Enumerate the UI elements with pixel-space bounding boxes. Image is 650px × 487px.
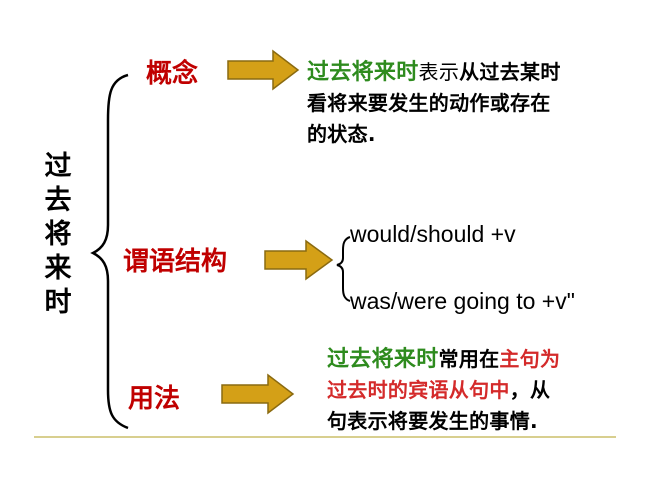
title-char: 来 xyxy=(44,253,72,284)
title-char: 将 xyxy=(44,219,72,250)
vertical-title: 过 去 将 来 时 xyxy=(38,150,78,320)
usage-text-part: 过去时的宾语从句中 xyxy=(327,378,510,402)
arrow-icon xyxy=(227,49,300,91)
concept-line-3: 的状态. xyxy=(307,122,376,146)
main-brace xyxy=(90,73,129,430)
title-char: 去 xyxy=(44,185,72,216)
usage-text-part: 常用在 xyxy=(438,347,500,371)
predicate-label: 谓语结构 xyxy=(123,247,228,277)
title-char: 时 xyxy=(44,287,72,318)
concept-text-part: 从过去某时 xyxy=(459,60,561,84)
predicate-form-1: would/should +v xyxy=(350,221,516,247)
predicate-brace xyxy=(336,236,351,302)
usage-label: 用法 xyxy=(128,384,181,414)
usage-text-part: ，从 xyxy=(509,378,551,402)
usage-text: 过去将来时常用在主句为 过去时的宾语从句中，从 句表示将要发生的事情. xyxy=(327,344,637,437)
concept-line-2: 看将来要发生的动作或存在 xyxy=(307,91,551,115)
concept-text-part: 表示 xyxy=(418,60,460,84)
title-char: 过 xyxy=(44,151,72,182)
concept-term: 过去将来时 xyxy=(307,60,419,85)
usage-term: 过去将来时 xyxy=(327,347,439,372)
predicate-form-2: was/were going to +v" xyxy=(350,288,575,314)
arrow-icon xyxy=(264,239,334,281)
usage-line-3: 句表示将要发生的事情. xyxy=(327,409,538,433)
arrow-icon xyxy=(221,373,295,415)
concept-label: 概念 xyxy=(146,59,199,89)
usage-text-part: 主句为 xyxy=(499,347,561,371)
concept-text: 过去将来时表示从过去某时 看将来要发生的动作或存在 的状态. xyxy=(307,57,637,150)
